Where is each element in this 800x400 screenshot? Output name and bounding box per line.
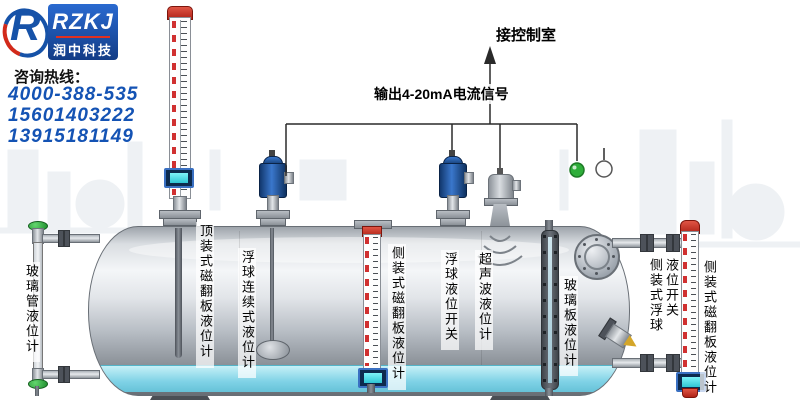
label-side-float-switch: 侧装式浮球液位开关 — [646, 256, 680, 342]
flange-pair — [58, 230, 64, 247]
flap-indicator-strip — [683, 234, 687, 370]
glass-strip — [548, 237, 552, 383]
phone-number: 13915181149 — [8, 126, 134, 147]
manhole-inner-ring — [584, 244, 610, 270]
gauge-stub — [545, 388, 553, 396]
flange-pair — [647, 354, 654, 372]
control-room-label: 接控制室 — [494, 24, 559, 45]
brand-name-cn: 润中科技 — [52, 43, 113, 58]
bolt-row — [543, 235, 546, 385]
ultrasonic-body — [488, 174, 514, 202]
flange-pair — [64, 366, 70, 383]
flange-pair — [640, 354, 647, 372]
float-ball — [256, 340, 290, 360]
flange-pair — [647, 234, 654, 252]
logo-box: RZKJ 润中科技 — [48, 4, 118, 60]
phone-number: 15601403222 — [8, 105, 136, 126]
transmitter-stud — [497, 168, 503, 174]
tank-highlight — [129, 237, 569, 263]
flange-pair — [666, 354, 673, 372]
label-side-magnetic-gauge-1: 侧装式磁翻板液位计 — [388, 244, 406, 390]
label-ultrasonic-gauge: 超声波液位计 — [475, 250, 493, 350]
hotline-label: 咨询热线： — [14, 69, 90, 86]
brand-name: RZKJ — [52, 9, 114, 34]
gauge-pipe — [42, 234, 100, 243]
arrow-up-icon — [484, 46, 496, 64]
flange-pair — [64, 230, 70, 247]
lamp-highlight — [572, 165, 577, 170]
flange-pair — [58, 366, 64, 383]
label-glass-tube-gauge: 玻璃管液位计 — [22, 262, 40, 362]
transmitter-stud — [269, 150, 275, 157]
flange-pair — [640, 234, 647, 252]
bolt-row — [554, 235, 557, 385]
flange-pair — [673, 354, 680, 372]
ultrasonic-horn — [490, 204, 510, 226]
flange-pair — [666, 234, 673, 252]
magnetic-gauge-column — [681, 231, 699, 373]
label-float-level-switch: 浮球液位开关 — [441, 250, 459, 350]
scale-ticks — [181, 21, 187, 195]
float-switch-head — [439, 163, 467, 198]
gauge-stub — [545, 220, 553, 232]
output-signal-label: 输出4-20mA电流信号 — [372, 84, 511, 104]
mounting-flange — [440, 218, 466, 226]
flange-pair — [673, 234, 680, 252]
gauge-stub — [367, 384, 375, 393]
label-top-magnetic-gauge: 顶装式磁翻板液位计 — [196, 222, 214, 368]
logo-underline — [56, 36, 110, 38]
label-side-magnetic-gauge-2: 侧装式磁翻板液位计 — [700, 258, 718, 400]
gauge-display — [164, 168, 194, 188]
magnetic-gauge-column — [169, 17, 191, 199]
scale-ticks — [691, 234, 696, 370]
gauge-bottom-cap — [682, 388, 698, 398]
gauge-pipe — [42, 370, 100, 379]
indicator-lamp-white — [595, 160, 613, 178]
indicator-lamp-green — [569, 162, 585, 178]
conduit-nub — [284, 172, 294, 184]
transmitter-stud — [449, 150, 455, 157]
mounting-flange — [260, 218, 286, 226]
scale-ticks — [373, 237, 378, 366]
glass-plate-column — [541, 230, 559, 390]
magnetic-gauge-column — [363, 234, 381, 369]
drain-stub — [35, 386, 39, 396]
brand-logo: R RZKJ 润中科技 — [0, 0, 120, 66]
phone-number: 4000-388-535 — [8, 84, 139, 105]
conduit-nub — [512, 180, 521, 191]
mounting-flange — [163, 218, 197, 226]
float-transmitter-head — [259, 163, 287, 198]
conduit-nub — [464, 172, 474, 184]
logo-r-letter: R — [10, 2, 41, 49]
gauge-probe — [175, 228, 182, 358]
float-rod — [270, 228, 274, 344]
flap-indicator-strip — [172, 21, 176, 195]
scale-centerline — [180, 20, 181, 196]
phone-list: 4000-388-535 15601403222 13915181149 — [8, 84, 138, 147]
label-glass-plate-gauge: 玻璃板液位计 — [560, 276, 578, 376]
flap-indicator-strip — [365, 237, 369, 366]
label-float-continuous-gauge: 浮球连续式液位计 — [238, 248, 256, 378]
